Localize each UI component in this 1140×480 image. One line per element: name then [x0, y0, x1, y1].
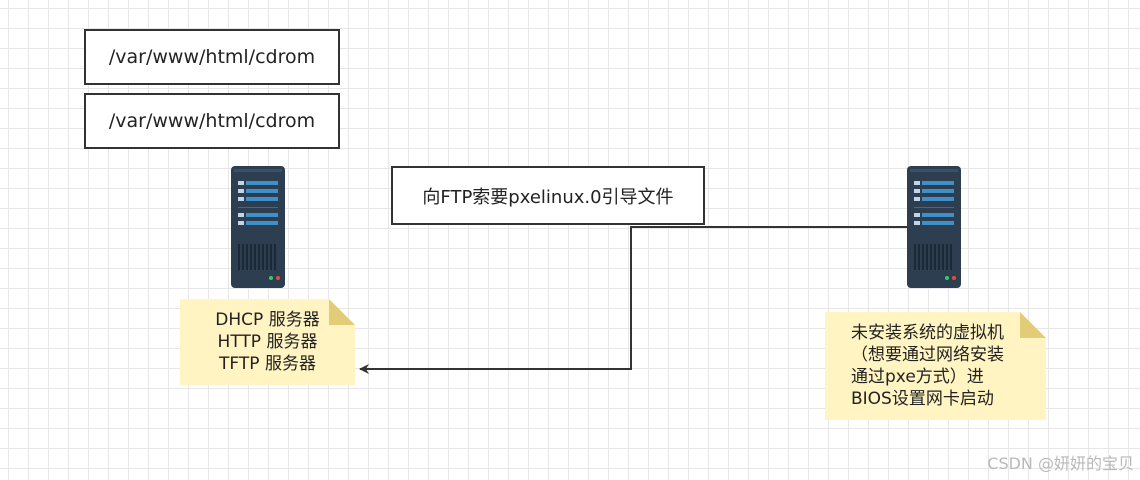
- connector-path: [359, 226, 907, 374]
- path-box-top[interactable]: /var/www/html/cdrom: [84, 29, 340, 85]
- server-icon[interactable]: [231, 166, 285, 288]
- note-line: （想要通过网络安装: [851, 345, 1004, 365]
- note-line: DHCP 服务器: [215, 310, 320, 330]
- path-label: /var/www/html/cdrom: [108, 110, 316, 132]
- vm-description-note[interactable]: 未安装系统的虚拟机 （想要通过网络安装 通过pxe方式）进 BIOS设置网卡启动: [825, 312, 1046, 420]
- watermark: CSDN @妍妍的宝贝: [987, 454, 1134, 473]
- server-roles-note[interactable]: DHCP 服务器 HTTP 服务器 TFTP 服务器: [180, 299, 355, 385]
- path-box-bottom[interactable]: /var/www/html/cdrom: [84, 93, 340, 149]
- note-line: HTTP 服务器: [217, 332, 318, 352]
- note-line: BIOS设置网卡启动: [851, 389, 994, 409]
- request-label-box[interactable]: 向FTP索要pxelinux.0引导文件: [391, 166, 705, 225]
- note-line: 通过pxe方式）进: [851, 367, 984, 387]
- note-line: TFTP 服务器: [219, 354, 316, 374]
- request-label: 向FTP索要pxelinux.0引导文件: [422, 186, 674, 208]
- note-line: 未安装系统的虚拟机: [851, 323, 1004, 343]
- path-label: /var/www/html/cdrom: [108, 46, 316, 68]
- server-icon[interactable]: [907, 166, 961, 288]
